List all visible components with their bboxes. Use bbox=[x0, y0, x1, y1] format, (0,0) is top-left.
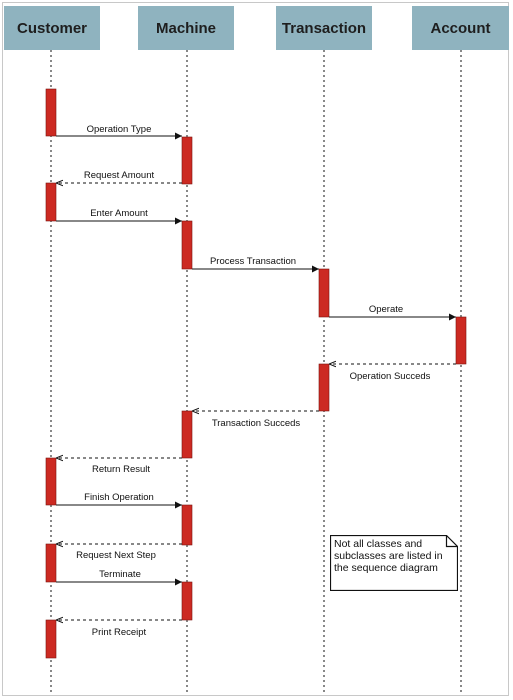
activation-bar bbox=[181, 136, 193, 185]
participant-label: Account bbox=[430, 19, 491, 37]
participant-label: Transaction bbox=[281, 19, 367, 37]
message-label: Process Transaction bbox=[210, 256, 296, 267]
message-label: Transaction Succeds bbox=[212, 418, 301, 429]
message-label: Request Next Step bbox=[76, 550, 156, 561]
activation-bar bbox=[181, 220, 193, 270]
message-label: Enter Amount bbox=[90, 208, 148, 219]
participant-customer: Customer bbox=[4, 6, 100, 50]
activation-bar bbox=[181, 504, 193, 546]
message-label: Return Result bbox=[92, 464, 150, 475]
participant-account: Account bbox=[412, 6, 509, 50]
participant-label: Machine bbox=[155, 19, 216, 37]
message-label: Operation Type bbox=[87, 124, 152, 135]
note-box: Not all classes and subclasses are liste… bbox=[330, 535, 458, 591]
message-label: Request Amount bbox=[84, 170, 155, 181]
activation-bar bbox=[45, 182, 57, 222]
activation-bar bbox=[181, 581, 193, 621]
activation-bar bbox=[45, 543, 57, 583]
participant-transaction: Transaction bbox=[276, 6, 372, 50]
message-label: Operate bbox=[369, 304, 403, 315]
participant-machine: Machine bbox=[138, 6, 234, 50]
activation-bar bbox=[45, 619, 57, 659]
message-label: Finish Operation bbox=[84, 492, 154, 503]
activation-bar bbox=[45, 457, 57, 506]
activation-bar bbox=[318, 363, 330, 412]
message-label: Operation Succeds bbox=[350, 371, 431, 382]
activation-bar bbox=[318, 268, 330, 318]
diagram-frame bbox=[2, 2, 509, 696]
message-label: Print Receipt bbox=[92, 627, 147, 638]
activation-bar bbox=[455, 316, 467, 365]
note-text: Not all classes and subclasses are liste… bbox=[334, 538, 443, 574]
note-shape bbox=[330, 535, 458, 591]
message-label: Terminate bbox=[99, 569, 141, 580]
participant-label: Customer bbox=[16, 19, 87, 37]
activation-bar bbox=[45, 88, 57, 137]
activation-bar bbox=[181, 410, 193, 459]
